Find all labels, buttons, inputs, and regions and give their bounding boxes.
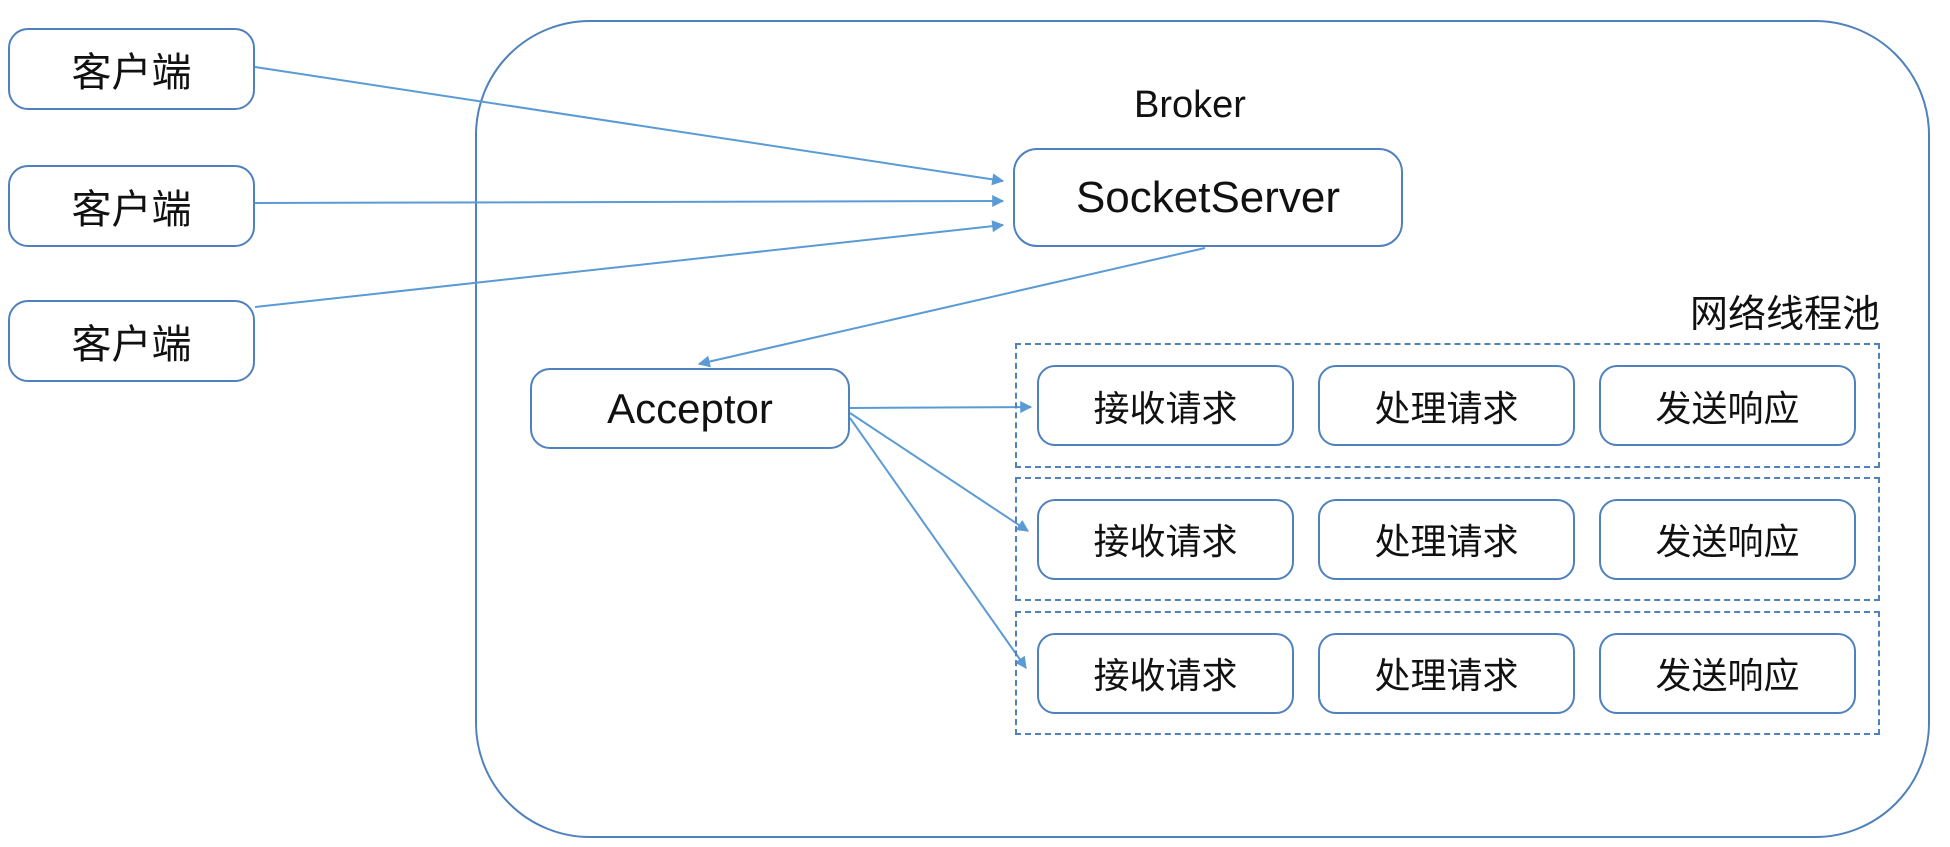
arrow-client2-to-socketserver bbox=[254, 195, 1005, 208]
row2-send-response-label: 发送响应 bbox=[1655, 521, 1800, 562]
arrow-socketserver-to-acceptor bbox=[697, 247, 1206, 368]
row1-process-request-label: 处理请求 bbox=[1374, 387, 1519, 429]
row3-process-request-box: 处理请求 bbox=[1318, 632, 1575, 714]
arrow-client1-to-socketserver bbox=[254, 66, 1005, 186]
row2-receive-request-box: 接收请求 bbox=[1037, 498, 1294, 580]
thread-pool-row-2: 接收请求 处理请求 发送响应 bbox=[1015, 477, 1880, 601]
client-box-2: 客户端 bbox=[8, 165, 255, 247]
row1-receive-request-label: 接收请求 bbox=[1093, 387, 1238, 429]
thread-pool-row-3: 接收请求 处理请求 发送响应 bbox=[1015, 611, 1880, 735]
row3-receive-request-label: 接收请求 bbox=[1093, 655, 1238, 696]
acceptor-box: Acceptor bbox=[530, 368, 850, 449]
row3-send-response-box: 发送响应 bbox=[1599, 632, 1856, 714]
broker-container-outline bbox=[475, 20, 1930, 838]
socket-server-box: SocketServer bbox=[1013, 148, 1403, 247]
row3-send-response-label: 发送响应 bbox=[1655, 655, 1800, 696]
client-box-3-label: 客户端 bbox=[71, 323, 192, 367]
client-box-3: 客户端 bbox=[8, 300, 255, 382]
row1-send-response-box: 发送响应 bbox=[1599, 365, 1856, 446]
row1-receive-request-box: 接收请求 bbox=[1037, 365, 1294, 446]
row3-process-request-label: 处理请求 bbox=[1374, 655, 1519, 696]
row3-receive-request-box: 接收请求 bbox=[1037, 632, 1294, 714]
row2-process-request-label: 处理请求 bbox=[1374, 521, 1519, 562]
arrow-acceptor-to-row2 bbox=[849, 412, 1030, 532]
acceptor-label: Acceptor bbox=[607, 384, 773, 432]
row1-send-response-label: 发送响应 bbox=[1655, 387, 1800, 429]
row1-process-request-box: 处理请求 bbox=[1318, 365, 1575, 446]
socket-server-label: SocketServer bbox=[1075, 172, 1341, 222]
thread-pool-row-1: 接收请求 处理请求 发送响应 bbox=[1015, 343, 1880, 468]
row2-receive-request-label: 接收请求 bbox=[1093, 521, 1238, 562]
row2-process-request-box: 处理请求 bbox=[1318, 498, 1575, 580]
arrow-client3-to-socketserver bbox=[254, 220, 1005, 308]
arrow-acceptor-to-row1 bbox=[849, 401, 1033, 414]
client-box-1-label: 客户端 bbox=[71, 51, 192, 95]
row2-send-response-box: 发送响应 bbox=[1599, 498, 1856, 580]
broker-title: Broker bbox=[1134, 84, 1246, 126]
network-thread-pool-label: 网络线程池 bbox=[1689, 294, 1880, 336]
client-box-2-label: 客户端 bbox=[71, 188, 192, 232]
arrow-acceptor-to-row3 bbox=[849, 417, 1027, 669]
client-box-1: 客户端 bbox=[8, 28, 255, 110]
